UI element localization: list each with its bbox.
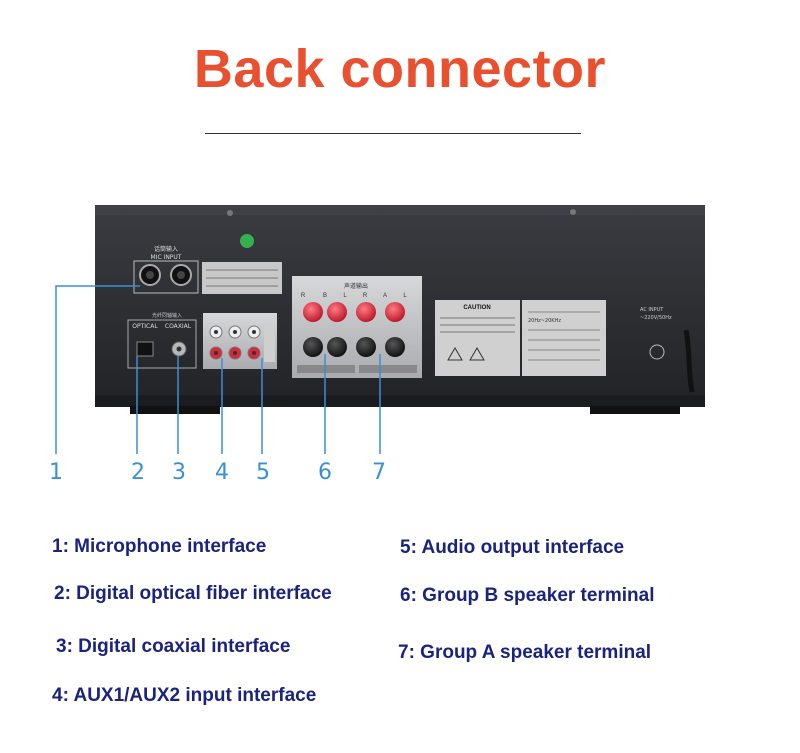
caution-label: CAUTION xyxy=(463,305,490,311)
speaker-terminal-section: 声道输出 R B L R A L xyxy=(292,276,422,378)
legend-item-6: 6: Group B speaker terminal xyxy=(400,585,655,606)
speaker-a-black-terminal-icon xyxy=(356,337,376,357)
svg-text:L: L xyxy=(343,293,347,299)
callout-number-6: 6 xyxy=(318,460,332,485)
svg-text:L: L xyxy=(403,293,407,299)
legend-item-3: 3: Digital coaxial interface xyxy=(56,636,291,657)
caution-label-area: CAUTION 20Hz~20KHz xyxy=(435,300,606,376)
speaker-b-red-terminal-icon xyxy=(327,302,347,322)
optical-label: OPTICAL xyxy=(132,323,158,330)
aux-rca-section xyxy=(203,313,277,369)
page-title: Back connector xyxy=(193,39,607,99)
digital-input-section: 光纤同轴输入 OPTICAL COAXIAL xyxy=(127,312,197,369)
speaker-output-cn: 声道输出 xyxy=(344,282,368,290)
callout-number-3: 3 xyxy=(172,460,186,485)
mic-label: MIC INPUT xyxy=(151,254,182,261)
optical-port-icon xyxy=(136,341,154,357)
mic-input-section: 话筒输入 MIC INPUT xyxy=(133,245,282,294)
speaker-b-black-terminal-icon xyxy=(303,337,323,357)
speaker-a-red-terminal-icon xyxy=(356,302,376,322)
freq-spec: 20Hz~20KHz xyxy=(528,318,561,324)
svg-text:B: B xyxy=(323,293,327,299)
legend-item-4: 4: AUX1/AUX2 input interface xyxy=(52,685,317,706)
svg-text:R: R xyxy=(301,293,306,299)
svg-text:A: A xyxy=(383,293,387,299)
callout-number-5: 5 xyxy=(256,460,270,485)
callout-number-1: 1 xyxy=(49,460,63,485)
mic-label-cn: 话筒输入 xyxy=(154,245,178,253)
ac-input-section: AC INPUT ~220V/50Hz xyxy=(640,307,695,393)
ac-input-label: AC INPUT xyxy=(640,307,664,313)
speaker-b-black-terminal-icon xyxy=(327,337,347,357)
digital-input-cn: 光纤同轴输入 xyxy=(152,312,182,319)
power-cord-icon xyxy=(683,329,695,393)
svg-text:R: R xyxy=(363,293,368,299)
callout-number-2: 2 xyxy=(131,460,145,485)
speaker-a-black-terminal-icon xyxy=(385,337,405,357)
legend-item-5: 5: Audio output interface xyxy=(400,537,625,558)
ground-screw-icon xyxy=(240,234,254,248)
callout-lines xyxy=(55,285,381,454)
callout-number-4: 4 xyxy=(215,460,229,485)
certification-mark-icon xyxy=(649,344,665,360)
callout-number-7: 7 xyxy=(372,460,386,485)
voltage-label: ~220V/50Hz xyxy=(640,315,672,321)
title-divider xyxy=(205,133,581,134)
legend-item-2: 2: Digital optical fiber interface xyxy=(54,583,332,604)
speaker-b-red-terminal-icon xyxy=(303,302,323,322)
speaker-a-red-terminal-icon xyxy=(385,302,405,322)
callout-line-1 xyxy=(55,285,140,454)
coaxial-label: COAXIAL xyxy=(165,323,192,330)
legend-item-1: 1: Microphone interface xyxy=(52,536,267,557)
legend-item-7: 7: Group A speaker terminal xyxy=(398,642,652,663)
